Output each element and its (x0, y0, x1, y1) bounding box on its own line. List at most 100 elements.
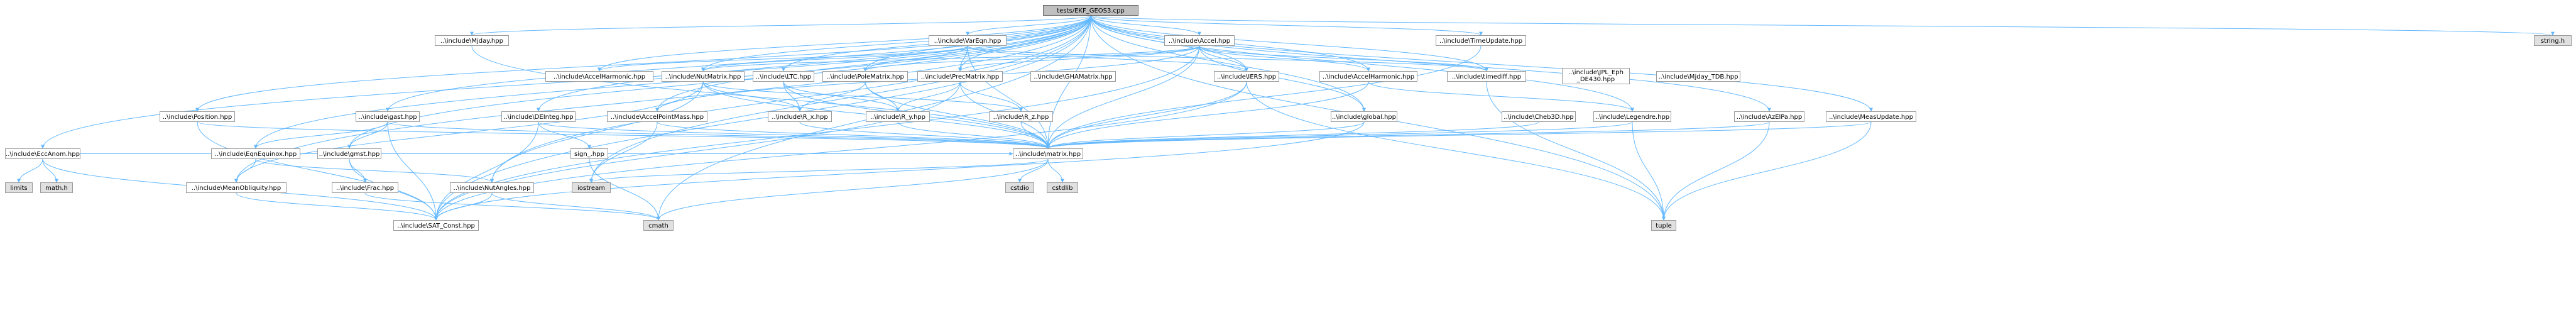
node-precmatrix[interactable]: ..\include\PrecMatrix.hpp (917, 71, 1003, 82)
edge-accel-to-iers (1199, 45, 1248, 72)
edge-varEqn-to-matrix (967, 45, 1050, 149)
edge-accel-to-precmatrix (958, 45, 1200, 72)
node-accelharmonic[interactable]: ..\include\AccelHarmonic.hpp (1319, 71, 1417, 82)
edge-measupdate-to-tuple (1662, 121, 1872, 221)
node-string[interactable]: string.h (2534, 35, 2572, 46)
edge-root-to-eqnequinox (254, 15, 1091, 149)
edge-root-to-deinteg (537, 15, 1091, 112)
edge-polematrix-to-rx (798, 81, 866, 112)
node-ry[interactable]: ..\include\R_y.hpp (866, 111, 930, 122)
edge-root-to-nutangles (490, 15, 1091, 183)
edge-root-to-global (1090, 15, 1366, 112)
node-iers[interactable]: ..\include\IERS.hpp (1214, 71, 1279, 82)
node-jpl-eph[interactable]: ..\include\JPL_Eph _DE430.hpp (1562, 68, 1630, 84)
node-satconst[interactable]: ..\include\SAT_Const.hpp (393, 220, 479, 231)
edge-precmatrix-to-satconst (434, 81, 961, 221)
node-nutmatrix[interactable]: ..\include\NutMatrix.hpp (662, 71, 745, 82)
edge-varEqn-to-accelharmonic-left (598, 45, 968, 72)
edge-matrix-to-cmath (657, 158, 1049, 221)
edge-rx-to-matrix (799, 121, 1050, 149)
edge-accel-to-accelharmonic (1199, 45, 1370, 72)
node-cstdlib[interactable]: cstdlib (1047, 182, 1078, 193)
node-tuple[interactable]: tuple (1651, 220, 1676, 231)
edge-iers-to-satconst (434, 81, 1247, 221)
edge-root-to-mjday (470, 15, 1091, 36)
edge-eqnequinox-to-meanobliquity (234, 158, 256, 183)
edge-root-to-timeupdate (1090, 15, 1483, 36)
node-deinteg[interactable]: ..\include\DEInteg.hpp (501, 111, 576, 122)
node-eqnequinox[interactable]: ..\include\EqnEquinox.hpp (211, 148, 300, 159)
node-mjday-tdb[interactable]: ..\include\Mjday_TDB.hpp (1656, 71, 1740, 82)
node-limits[interactable]: limits (5, 182, 33, 193)
node-accel[interactable]: ..\include\Accel.hpp (1164, 35, 1235, 46)
node-frac[interactable]: ..\include\Frac.hpp (332, 182, 398, 193)
edge-global-to-matrix (1046, 121, 1365, 149)
edge-root-to-gmst (347, 15, 1091, 149)
node-nutangles[interactable]: ..\include\NutAngles.hpp (450, 182, 534, 193)
node-accelharmonic-left[interactable]: ..\include\AccelHarmonic.hpp (545, 71, 653, 82)
node-root[interactable]: tests/EKF_GEOS3.cpp (1043, 5, 1138, 16)
node-timediff[interactable]: ..\include\timediff.hpp (1447, 71, 1526, 82)
edge-accel-to-matrix (1046, 45, 1200, 149)
edge-sign-to-cmath (589, 158, 660, 221)
node-azelpa[interactable]: ..\include\AzElPa.hpp (1734, 111, 1804, 122)
node-global[interactable]: ..\include\global.hpp (1331, 111, 1397, 122)
node-mjday[interactable]: ..\include\Mjday.hpp (435, 35, 509, 46)
edge-root-to-gast (386, 15, 1091, 112)
node-timeupdate[interactable]: ..\include\TimeUpdate.hpp (1436, 35, 1526, 46)
node-varEqn[interactable]: ..\include\VarEqn.hpp (929, 35, 1007, 46)
edge-gast-to-satconst (387, 121, 438, 221)
edge-matrix-to-cstdlib (1047, 158, 1064, 183)
node-ghamatrix[interactable]: ..\include\GHAMatrix.hpp (1030, 71, 1116, 82)
node-iostream[interactable]: iostream (572, 182, 611, 193)
node-math[interactable]: math.h (40, 182, 73, 193)
edge-precmatrix-to-rz (959, 81, 1023, 112)
node-gmst[interactable]: ..\include\gmst.hpp (317, 148, 381, 159)
edge-eccanom-to-math (42, 158, 58, 183)
edge-root-to-azelpa (1090, 15, 1771, 112)
edge-gast-to-eqnequinox (254, 121, 388, 149)
edge-accel-to-timediff (1199, 45, 1488, 72)
edge-gast-to-gmst (347, 121, 388, 149)
node-accelpointmass[interactable]: ..\include\AccelPointMass.hpp (607, 111, 707, 122)
edge-matrix-to-cstdio (1018, 158, 1049, 183)
edge-varEqn-to-nutmatrix (701, 45, 968, 72)
node-cmath[interactable]: cmath (643, 220, 674, 231)
edge-deinteg-to-matrix (538, 121, 1050, 149)
node-legendre[interactable]: ..\include\Legendre.hpp (1593, 111, 1671, 122)
edge-nutmatrix-to-nutangles (490, 81, 704, 183)
edge-azelpa-to-matrix (1046, 121, 1770, 149)
node-rz[interactable]: ..\include\R_z.hpp (989, 111, 1053, 122)
node-eccanom[interactable]: ..\include\EccAnom.hpp (5, 148, 80, 159)
node-gast[interactable]: ..\include\gast.hpp (356, 111, 420, 122)
edge-iers-to-matrix (1046, 81, 1247, 149)
edge-global-to-satconst (434, 121, 1365, 221)
edge-deinteg-to-sign (538, 121, 591, 149)
edge-measupdate-to-matrix (1046, 121, 1872, 149)
edge-accel-to-polematrix (863, 45, 1200, 72)
edge-eqnequinox-to-nutangles (255, 158, 494, 183)
node-measupdate[interactable]: ..\include\MeasUpdate.hpp (1826, 111, 1916, 122)
edge-legendre-to-tuple (1632, 121, 1666, 221)
node-ltc[interactable]: ..\include\LTC.hpp (753, 71, 814, 82)
node-position[interactable]: ..\include\Position.hpp (160, 111, 235, 122)
node-matrix[interactable]: ..\include\matrix.hpp (1013, 148, 1083, 159)
node-meanobliquity[interactable]: ..\include\MeanObliquity.hpp (186, 182, 287, 193)
edge-timeupdate-to-matrix (1046, 45, 1482, 149)
node-cstdio[interactable]: cstdio (1005, 182, 1034, 193)
edge-polematrix-to-matrix (865, 81, 1050, 149)
node-cheb3d[interactable]: ..\include\Cheb3D.hpp (1502, 111, 1576, 122)
node-sign[interactable]: sign_.hpp (570, 148, 608, 159)
edge-varEqn-to-iers (967, 45, 1248, 72)
node-rx[interactable]: ..\include\R_x.hpp (768, 111, 832, 122)
edge-ltc-to-rx (783, 81, 802, 112)
edge-root-to-iostream (589, 15, 1091, 183)
edge-accelpointmass-to-matrix (657, 121, 1050, 149)
node-polematrix[interactable]: ..\include\PoleMatrix.hpp (822, 71, 908, 82)
edge-meanobliquity-to-satconst (236, 192, 438, 221)
edge-accelharmonic-to-matrix (1046, 81, 1369, 149)
edge-deinteg-to-satconst (434, 121, 539, 221)
edge-rz-to-matrix (1020, 121, 1050, 149)
edge-root-to-accel (1090, 15, 1201, 36)
